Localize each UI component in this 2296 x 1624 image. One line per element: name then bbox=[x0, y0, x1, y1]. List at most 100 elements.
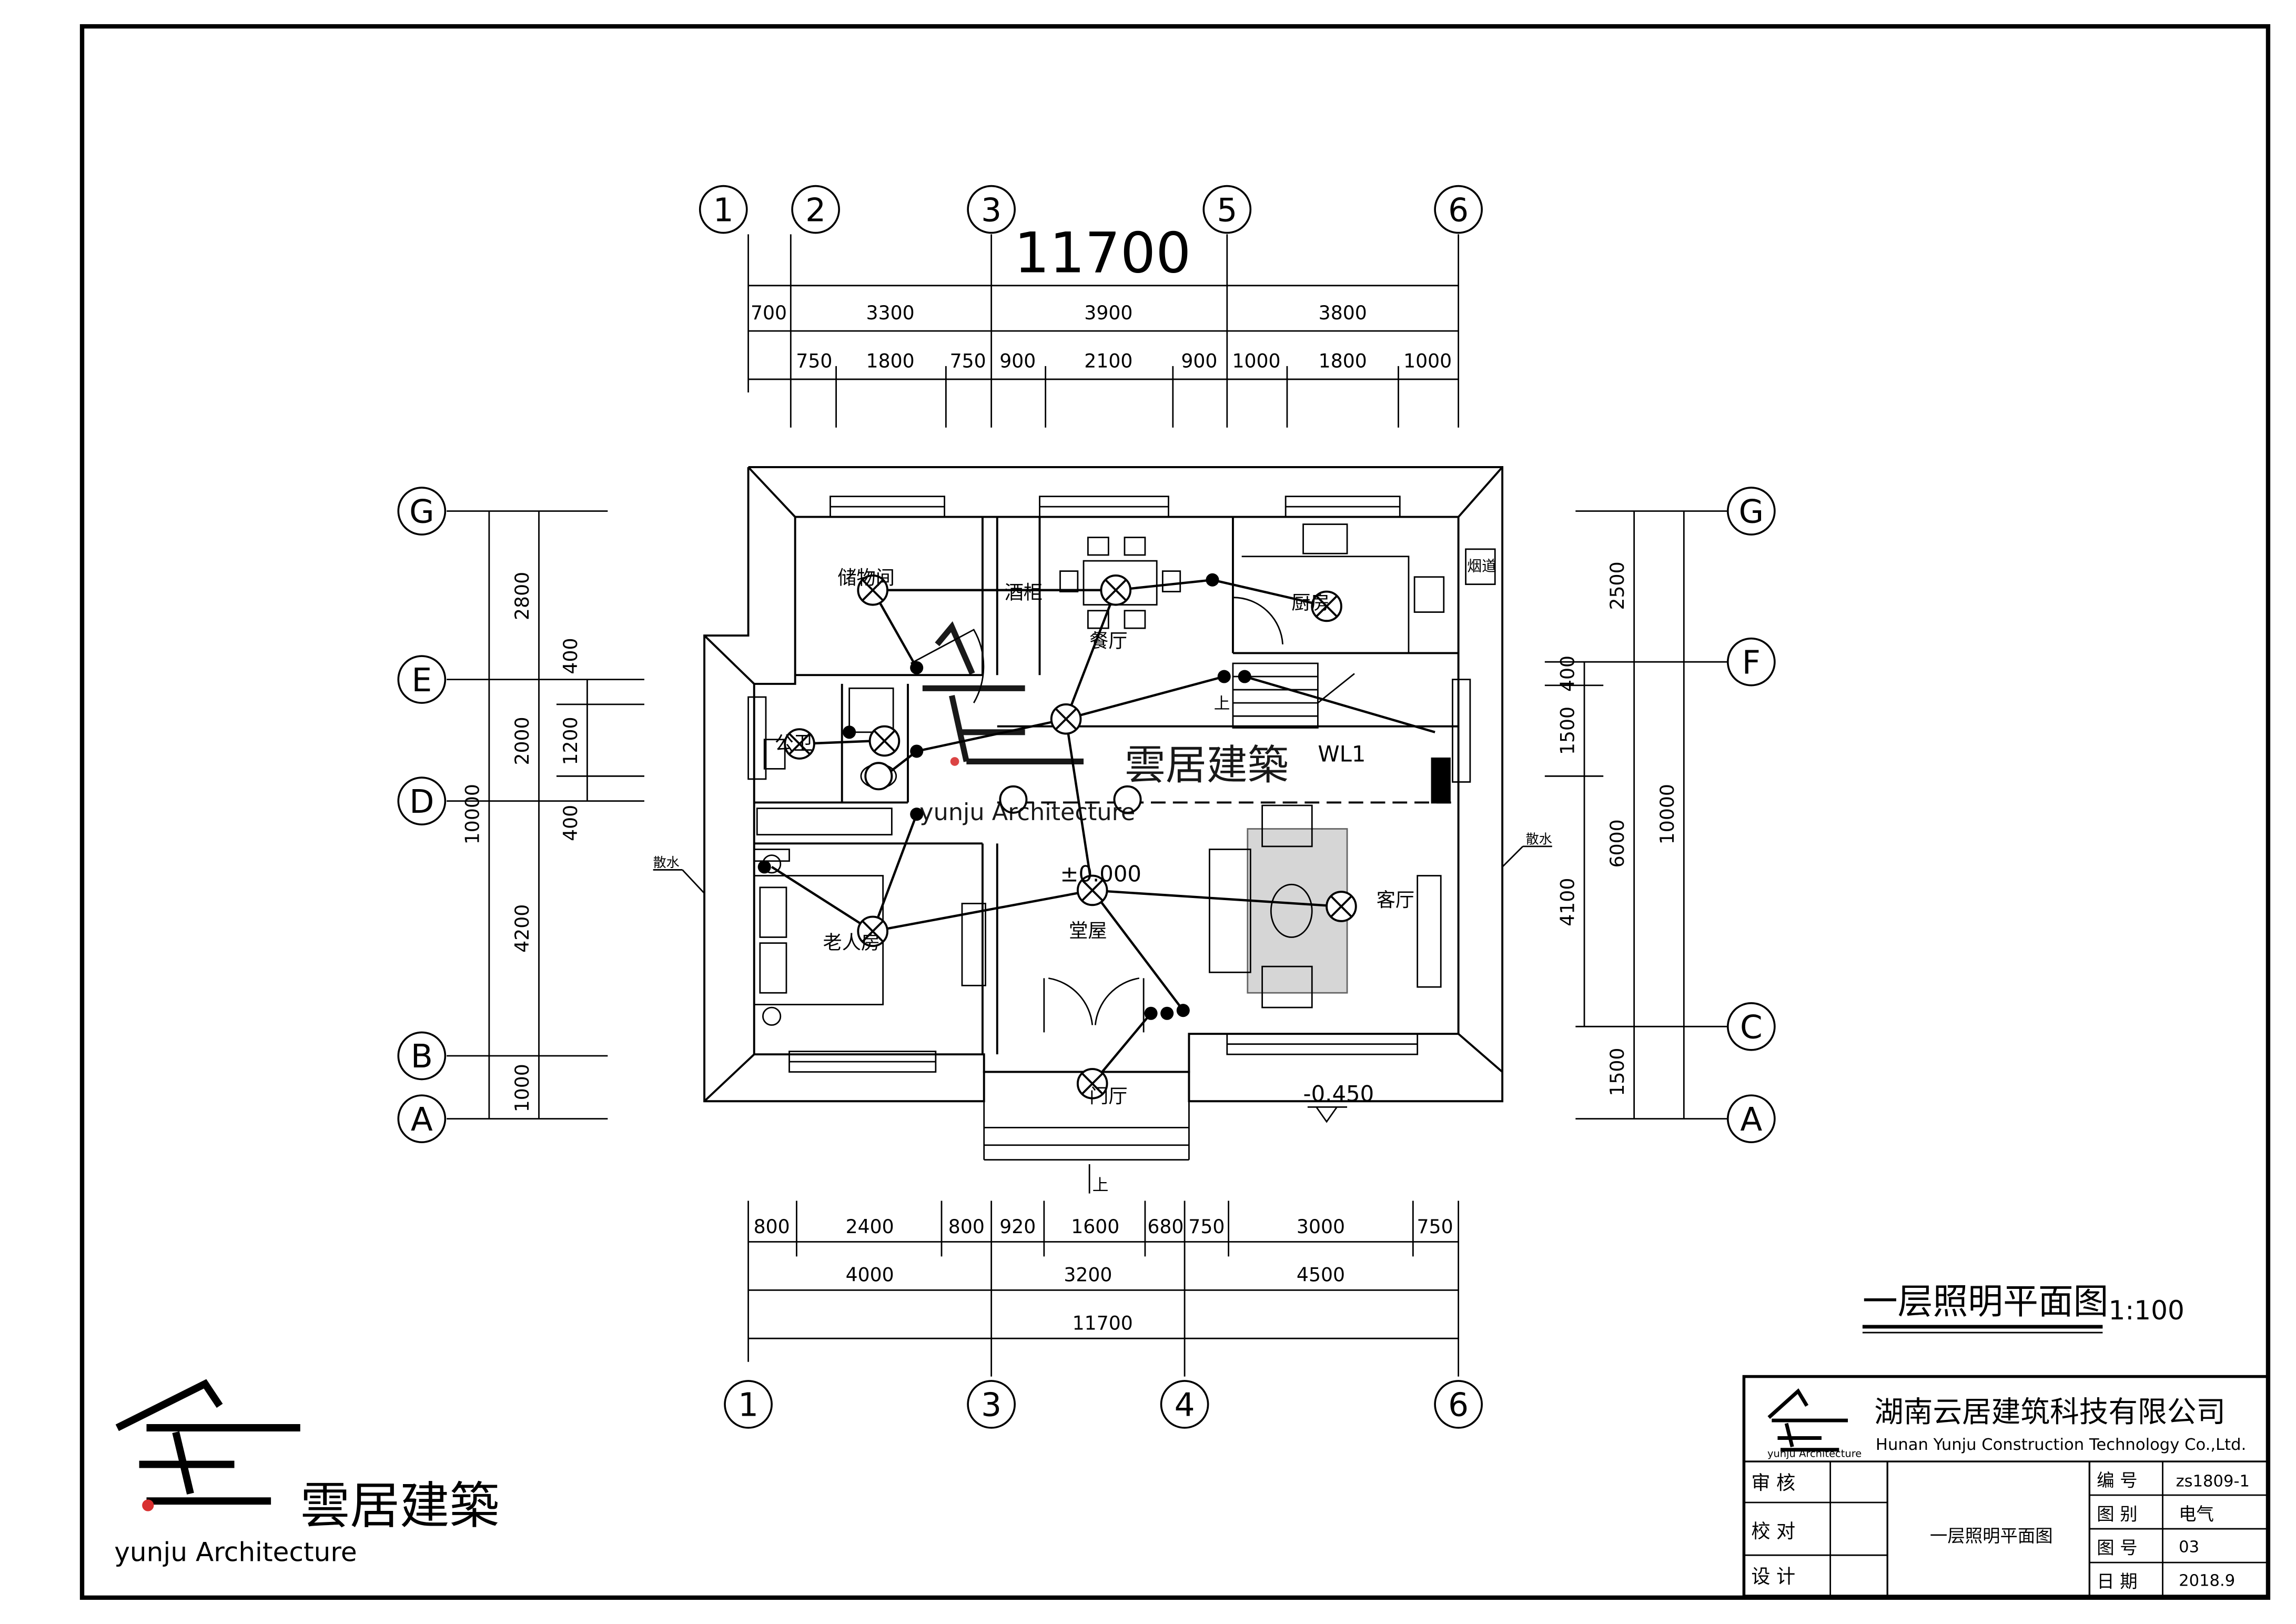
dim-bottom-r1-3: 920 bbox=[999, 1215, 1036, 1238]
switch-icon bbox=[1238, 670, 1251, 683]
switch-icon bbox=[910, 744, 924, 758]
axis-marker-top-6: 6 bbox=[1434, 185, 1483, 234]
light-porch-icon bbox=[1076, 1068, 1108, 1100]
dim-bottom-r1-6: 750 bbox=[1188, 1215, 1225, 1238]
svg-text:G: G bbox=[409, 493, 434, 531]
dim-right-outer: 10000 bbox=[1656, 784, 1678, 844]
svg-text:1: 1 bbox=[713, 191, 734, 229]
light-hall-c-icon bbox=[1113, 785, 1142, 814]
room-storage: 储物间 bbox=[837, 567, 895, 589]
dim-top-r1-3: 3800 bbox=[1319, 301, 1367, 324]
dim-left-mid-1: 2000 bbox=[511, 717, 533, 765]
svg-text:5: 5 bbox=[1217, 191, 1237, 229]
entry-steps bbox=[983, 1101, 1190, 1161]
dim-right-mid-0: 2500 bbox=[1606, 561, 1629, 610]
sheet-value: 03 bbox=[2179, 1538, 2199, 1557]
drawing-title: 一层照明平面图 1:100 bbox=[1862, 1281, 2184, 1334]
svg-text:B: B bbox=[411, 1038, 433, 1075]
switch-icon bbox=[910, 661, 924, 674]
dim-bottom-r2-1: 3200 bbox=[1064, 1264, 1112, 1286]
annotations: 上 上 WL1 ±0.000 -0.450 散水 散水 bbox=[653, 694, 1552, 1195]
room-elder: 老人房 bbox=[823, 931, 881, 954]
floor-elevation: ±0.000 bbox=[1060, 861, 1141, 887]
circuit-label: WL1 bbox=[1318, 741, 1366, 766]
review-label: 审 核 bbox=[1751, 1471, 1795, 1494]
dim-left-inner-0: 400 bbox=[559, 638, 582, 674]
dim-left-inner-1: 1200 bbox=[559, 717, 582, 765]
axis-marker-bottom-4: 4 bbox=[1160, 1380, 1209, 1429]
switch-icon bbox=[757, 860, 771, 874]
svg-text:6: 6 bbox=[1448, 191, 1469, 229]
dim-bottom-r1-4: 1600 bbox=[1071, 1215, 1119, 1238]
axis-marker-top-5: 5 bbox=[1202, 185, 1252, 234]
room-hall: 堂屋 bbox=[1069, 919, 1107, 942]
tb-logo-en: yunju Architecture bbox=[1767, 1448, 1862, 1460]
dim-bottom-r1-7: 3000 bbox=[1297, 1215, 1345, 1238]
dim-bottom-r1-1: 2400 bbox=[846, 1215, 894, 1238]
category-label: 图 别 bbox=[2097, 1504, 2137, 1524]
category-value: 电气 bbox=[2179, 1504, 2214, 1524]
watermark-cn: 雲居建築 bbox=[1125, 742, 1289, 789]
svg-text:D: D bbox=[409, 783, 434, 821]
stairs bbox=[1232, 662, 1355, 729]
light-elder-icon bbox=[857, 915, 888, 947]
switch-icon bbox=[1160, 1006, 1174, 1020]
light-corridor-icon bbox=[1050, 703, 1082, 735]
dim-top-r2-0: 750 bbox=[796, 350, 832, 372]
dim-right-mid-2: 1500 bbox=[1606, 1048, 1629, 1096]
watermark: 雲居建築 yunju Architecture bbox=[919, 621, 1289, 826]
room-dining: 餐厅 bbox=[1089, 629, 1127, 652]
wardrobe bbox=[756, 808, 893, 836]
drawing-name: 一层照明平面图 bbox=[1930, 1526, 2053, 1546]
light-dining-icon bbox=[1100, 574, 1132, 606]
dim-left-mid-2: 4200 bbox=[511, 904, 533, 953]
dim-left-inner-2: 400 bbox=[559, 805, 582, 841]
axis-marker-right-A: A bbox=[1726, 1094, 1776, 1144]
logo-cn: 雲居建築 bbox=[300, 1477, 500, 1535]
dim-right-inner-2: 4100 bbox=[1556, 878, 1579, 926]
switch-icon bbox=[1206, 573, 1219, 587]
drain-left-label: 散水 bbox=[653, 855, 680, 870]
dim-top-r2-4: 2100 bbox=[1084, 350, 1132, 372]
top-dimensions bbox=[747, 234, 1460, 428]
dim-bottom-r1-8: 750 bbox=[1417, 1215, 1453, 1238]
title-block bbox=[1742, 1375, 2270, 1598]
switches bbox=[757, 573, 1251, 1020]
svg-text:E: E bbox=[411, 662, 432, 699]
svg-text:6: 6 bbox=[1448, 1387, 1469, 1424]
light-living-icon bbox=[1326, 891, 1357, 922]
right-dimensions bbox=[1544, 510, 1728, 1120]
lighting-fixtures bbox=[784, 574, 1357, 1100]
top-axis-markers: 1 2 3 5 6 bbox=[699, 185, 1483, 234]
logo-en: yunju Architecture bbox=[114, 1536, 357, 1567]
room-kitchen: 厨房 bbox=[1291, 591, 1329, 614]
svg-text:C: C bbox=[1740, 1009, 1763, 1046]
axis-marker-top-1: 1 bbox=[699, 185, 748, 234]
date-value: 2018.9 bbox=[2179, 1572, 2235, 1590]
left-dimensions bbox=[447, 510, 644, 1120]
dim-top-r1-2: 3900 bbox=[1084, 301, 1132, 324]
dim-top-r2-8: 1000 bbox=[1403, 350, 1452, 372]
apron-outline bbox=[703, 466, 1504, 1103]
axis-marker-top-2: 2 bbox=[791, 185, 840, 234]
bottom-dimensions bbox=[747, 1201, 1460, 1377]
svg-text:1: 1 bbox=[738, 1387, 758, 1424]
kitchen-counter bbox=[1241, 523, 1496, 653]
sheet-border bbox=[79, 24, 2271, 1600]
light-storage-icon bbox=[857, 574, 888, 606]
dim-top-r2-2: 750 bbox=[950, 350, 986, 372]
axis-marker-bottom-1: 1 bbox=[724, 1380, 773, 1429]
lighting-wiring bbox=[771, 579, 1435, 1085]
light-bath-icon bbox=[784, 728, 815, 760]
dim-top-r1-1: 3300 bbox=[866, 301, 915, 324]
dim-bottom-r1-0: 800 bbox=[754, 1215, 790, 1238]
dim-left-mid-3: 1000 bbox=[511, 1064, 533, 1112]
axis-marker-top-3: 3 bbox=[967, 185, 1016, 234]
svg-text:3: 3 bbox=[981, 1387, 1002, 1424]
axis-marker-right-C: C bbox=[1726, 1002, 1776, 1051]
switch-icon bbox=[1176, 1004, 1190, 1017]
svg-text:G: G bbox=[1739, 493, 1764, 531]
dim-left-outer: 10000 bbox=[461, 784, 483, 844]
floor-plan bbox=[703, 466, 1504, 1161]
